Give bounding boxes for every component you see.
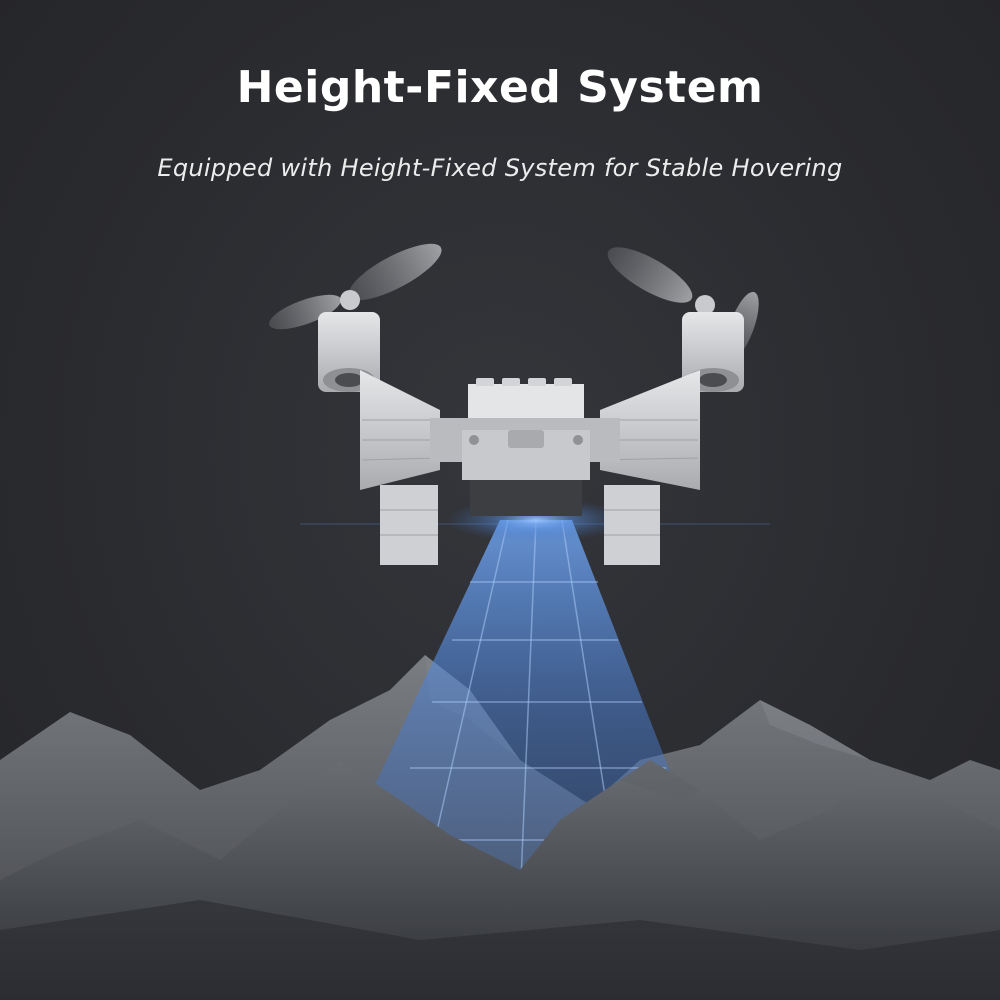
mountain-range-front: [0, 760, 1000, 1000]
drone-body: [430, 378, 620, 516]
drone-illustration: [269, 243, 759, 565]
arm-left: [360, 370, 441, 565]
arm-right: [599, 370, 700, 565]
page-subtitle: Equipped with Height-Fixed System for St…: [157, 154, 843, 182]
page-title: Height-Fixed System: [236, 62, 764, 113]
propeller-left: [269, 243, 442, 330]
